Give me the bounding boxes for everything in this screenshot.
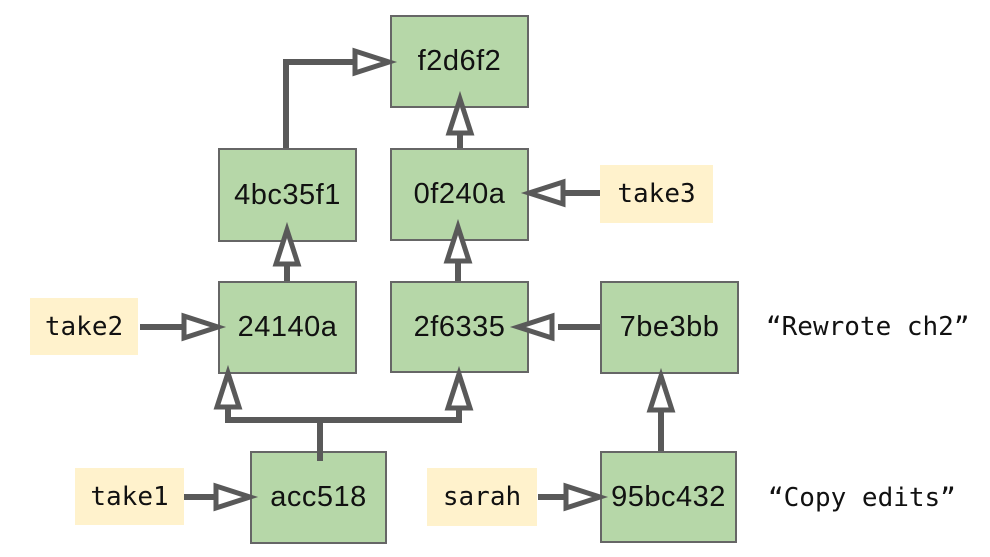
edge-take2-to-24140a	[140, 312, 227, 342]
commit-hash: 2f6335	[413, 310, 506, 343]
edge-95bc432-to-7be3bb	[646, 367, 676, 451]
commit-hash: acc518	[270, 481, 367, 513]
commit-node-24140a: 24140a	[218, 281, 357, 374]
commit-node-2f6335: 2f6335	[390, 281, 529, 373]
ref-label-sarah: sarah	[427, 468, 537, 526]
commit-hash: 4bc35f1	[234, 178, 341, 211]
commit-node-95bc432: 95bc432	[600, 451, 737, 543]
commit-hash: 95bc432	[611, 480, 726, 513]
edge-7be3bb-to-2f6335	[509, 312, 600, 342]
annotation-rewrote-ch2: “Rewrote ch2”	[766, 312, 970, 342]
commit-node-acc518: acc518	[250, 451, 387, 544]
commit-hash: 24140a	[237, 311, 338, 343]
commit-node-f2d6f2: f2d6f2	[390, 15, 529, 108]
ref-name: take3	[617, 179, 696, 209]
commit-node-0f240a: 0f240a	[390, 148, 529, 241]
ref-name: sarah	[442, 482, 522, 512]
edge-acc518-branch	[213, 364, 474, 461]
ref-label-take2: take2	[30, 298, 138, 355]
edge-take1-to-acc518	[184, 482, 259, 512]
commit-hash: 0f240a	[413, 178, 506, 210]
commit-hash: f2d6f2	[417, 45, 502, 77]
edge-take3-to-0f240a	[520, 178, 600, 208]
ref-name: take1	[90, 481, 169, 512]
annotation-copy-edits: “Copy edits”	[768, 483, 956, 513]
ref-name: take2	[44, 311, 124, 342]
commit-node-4bc35f1: 4bc35f1	[218, 148, 357, 242]
commit-hash: 7be3bb	[619, 311, 720, 343]
edge-sarah-to-95bc432	[538, 482, 609, 512]
commit-node-7be3bb: 7be3bb	[600, 281, 739, 374]
edge-4bc35f1-to-f2d6f2	[283, 47, 398, 148]
ref-label-take1: take1	[75, 468, 184, 525]
ref-label-take3: take3	[600, 165, 713, 223]
